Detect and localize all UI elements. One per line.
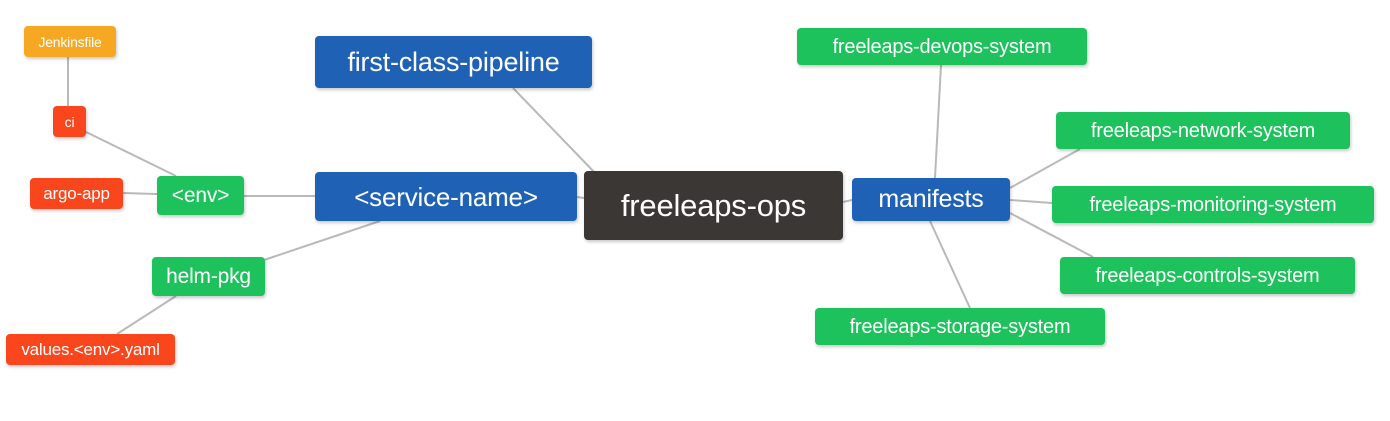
node-manifests[interactable]: manifests <box>852 178 1010 221</box>
node-label-values-yaml: values.<env>.yaml <box>21 340 160 359</box>
node-label-argo-app: argo-app <box>43 184 110 203</box>
node-label-jenkinsfile: Jenkinsfile <box>38 33 102 50</box>
node-freeleaps-storage-system[interactable]: freeleaps-storage-system <box>815 308 1105 345</box>
node-label-freeleaps-network-system: freeleaps-network-system <box>1090 119 1316 142</box>
edge-manifests-devops-system <box>934 64 942 179</box>
node-freeleaps-devops-system[interactable]: freeleaps-devops-system <box>797 28 1087 65</box>
node-label-freeleaps-ops: freeleaps-ops <box>620 188 807 223</box>
node-first-class-pipeline[interactable]: first-class-pipeline <box>315 36 592 88</box>
node-helm-pkg[interactable]: helm-pkg <box>152 257 265 296</box>
node-label-manifests: manifests <box>878 185 984 213</box>
edge-root-first-class-pipeline <box>512 87 599 177</box>
node-service-name[interactable]: <service-name> <box>315 172 577 221</box>
edge-helm-pkg-values-yaml <box>116 295 177 335</box>
node-label-ci: ci <box>64 113 75 130</box>
edge-manifests-network-system <box>1009 148 1081 189</box>
node-label-env: <env> <box>171 184 230 207</box>
node-argo-app[interactable]: argo-app <box>30 178 123 209</box>
node-label-freeleaps-controls-system: freeleaps-controls-system <box>1095 264 1320 287</box>
node-jenkinsfile[interactable]: Jenkinsfile <box>24 26 116 57</box>
node-freeleaps-network-system[interactable]: freeleaps-network-system <box>1056 112 1350 149</box>
edge-env-ci <box>83 130 177 177</box>
node-label-first-class-pipeline: first-class-pipeline <box>347 46 560 77</box>
edge-root-service-name <box>576 196 585 199</box>
node-ci[interactable]: ci <box>53 106 86 137</box>
node-env[interactable]: <env> <box>157 176 244 215</box>
node-freeleaps-controls-system[interactable]: freeleaps-controls-system <box>1060 257 1355 294</box>
edge-root-manifests <box>842 199 853 203</box>
node-values-yaml[interactable]: values.<env>.yaml <box>6 334 175 365</box>
node-label-freeleaps-storage-system: freeleaps-storage-system <box>849 315 1071 338</box>
node-label-helm-pkg: helm-pkg <box>166 265 251 288</box>
edge-env-argo-app <box>122 192 158 195</box>
node-label-freeleaps-monitoring-system: freeleaps-monitoring-system <box>1089 193 1337 216</box>
node-label-freeleaps-devops-system: freeleaps-devops-system <box>832 35 1052 58</box>
edge-manifests-storage-system <box>929 220 971 309</box>
node-freeleaps-ops[interactable]: freeleaps-ops <box>584 171 843 240</box>
node-freeleaps-monitoring-system[interactable]: freeleaps-monitoring-system <box>1052 186 1374 223</box>
edge-manifests-monitoring-system <box>1009 199 1053 204</box>
edge-service-name-helm-pkg <box>257 220 381 263</box>
node-label-service-name: <service-name> <box>354 181 538 212</box>
